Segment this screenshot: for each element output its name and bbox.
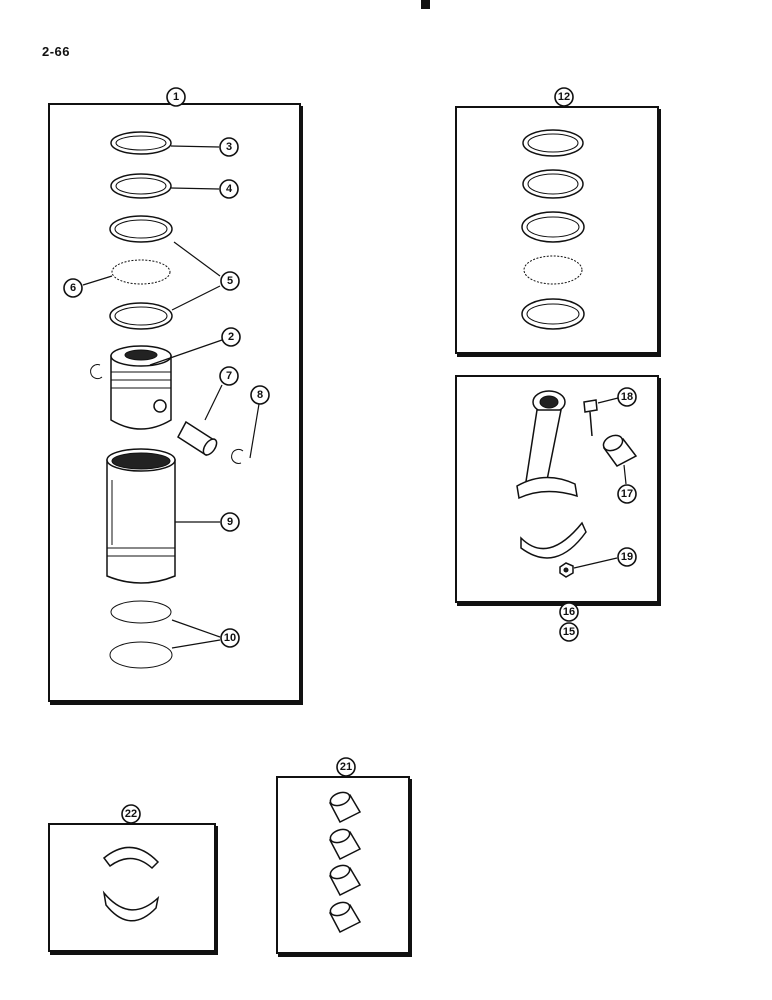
svg-text:18: 18 (621, 391, 633, 403)
main-bearing-panel (48, 823, 216, 952)
svg-text:17: 17 (621, 488, 633, 500)
oil-ring-upper (109, 215, 173, 243)
callout-4: 4 (219, 179, 239, 199)
ring-set-ring-4 (521, 298, 585, 330)
piston-pin (177, 420, 218, 457)
ring-set-ring-3 (521, 211, 585, 243)
callout-10: 10 (220, 628, 240, 648)
callout-3: 3 (219, 137, 239, 157)
top-mark (421, 0, 430, 9)
ring-set-expander (523, 255, 583, 285)
bushing-4 (328, 901, 362, 933)
svg-text:1: 1 (173, 91, 179, 103)
svg-text:15: 15 (563, 626, 575, 638)
callout-21: 21 (336, 757, 356, 777)
compression-ring-second (110, 173, 172, 199)
sleeve-seal-lower (109, 641, 173, 669)
rod-bushing (602, 434, 638, 467)
bushing-1 (328, 791, 362, 823)
callout-9: 9 (220, 512, 240, 532)
ring-set-ring-2 (522, 169, 584, 199)
svg-text:9: 9 (227, 516, 233, 528)
cylinder-sleeve (106, 448, 176, 584)
svg-text:7: 7 (226, 370, 232, 382)
svg-text:10: 10 (224, 632, 236, 644)
retaining-clip-left (90, 364, 103, 380)
svg-text:19: 19 (621, 551, 633, 563)
callout-22: 22 (121, 804, 141, 824)
callout-6: 6 (63, 278, 83, 298)
ring-set-ring-1 (522, 129, 584, 157)
rod-nut (559, 562, 574, 578)
main-bearing-lower (102, 890, 160, 922)
page-number: 2-66 (42, 44, 71, 59)
callout-18: 18 (617, 387, 637, 407)
svg-text:12: 12 (558, 91, 570, 103)
svg-text:22: 22 (125, 808, 137, 820)
callout-12: 12 (554, 87, 574, 107)
piston (110, 345, 172, 430)
svg-text:3: 3 (226, 141, 232, 153)
svg-text:4: 4 (226, 183, 233, 195)
svg-text:2: 2 (228, 331, 234, 343)
oil-ring-lower (109, 302, 173, 330)
rod-bolt (583, 399, 598, 437)
callout-1: 1 (166, 87, 186, 107)
svg-text:6: 6 (70, 282, 76, 294)
main-bearing-upper (102, 846, 160, 870)
bushing-3 (328, 864, 362, 896)
svg-text:21: 21 (340, 761, 352, 773)
connecting-rod (516, 390, 578, 500)
callout-7: 7 (219, 366, 239, 386)
callout-8: 8 (250, 385, 270, 405)
retaining-clip-right (231, 448, 244, 464)
callout-5: 5 (220, 271, 240, 291)
svg-text:8: 8 (257, 389, 263, 401)
rod-cap (520, 521, 587, 559)
compression-ring-top (110, 131, 172, 155)
svg-text:5: 5 (227, 275, 233, 287)
callout-16: 16 (559, 602, 579, 622)
sleeve-seal-upper (110, 600, 172, 624)
callout-2: 2 (221, 327, 241, 347)
callout-17: 17 (617, 484, 637, 504)
callout-19: 19 (617, 547, 637, 567)
callout-15: 15 (559, 622, 579, 642)
bushing-2 (328, 828, 362, 860)
ring-expander (111, 259, 171, 285)
svg-text:16: 16 (563, 606, 575, 618)
